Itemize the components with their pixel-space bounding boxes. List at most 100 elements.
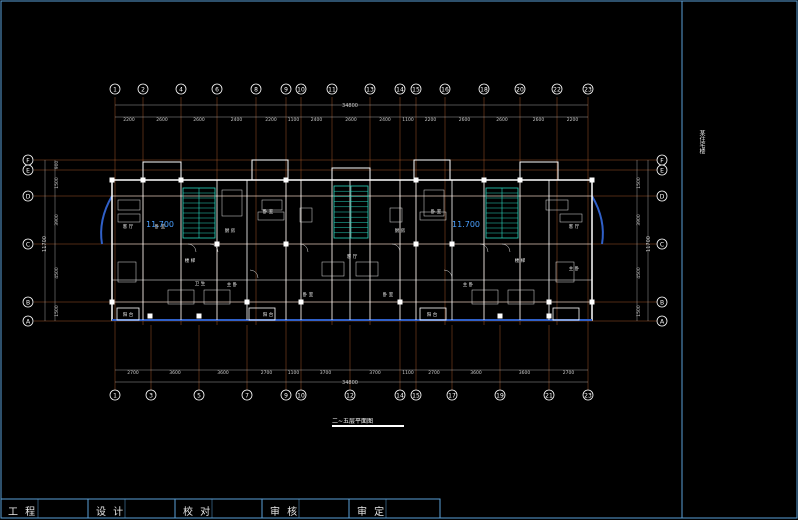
axis-label: 5 <box>197 393 201 400</box>
axis-bubble <box>439 83 451 95</box>
furniture <box>167 289 195 305</box>
axis-label: C <box>660 242 664 249</box>
column <box>298 299 304 305</box>
dimension-label: 2600 <box>496 117 508 123</box>
room-label: 客 厅 <box>347 253 358 260</box>
dimension-label: 1500 <box>54 305 60 317</box>
room-label: 阳 台 <box>263 311 274 318</box>
room-labels: 客 厅卧 室卧 室厨 房卫 生阳 台主 卧楼 梯客 厅卧 室卧 室厨 房阳 台主… <box>123 208 580 318</box>
axis-label: 8 <box>254 87 258 94</box>
furniture <box>257 211 285 221</box>
dimension-label: 2600 <box>193 117 205 123</box>
left-total-dim: 11700 <box>42 236 48 252</box>
right-total-dim: 11700 <box>646 236 652 252</box>
axis-bubble <box>656 238 668 250</box>
room-label: 卫 生 <box>195 280 206 287</box>
plan-title: 二~五层平面图 <box>332 418 374 425</box>
balcony <box>116 307 140 321</box>
room-label: 阳 台 <box>123 311 134 318</box>
column <box>413 177 419 183</box>
axis-bubble <box>364 83 376 95</box>
dimension-label: 2700 <box>563 370 575 376</box>
axis-bubble <box>394 83 406 95</box>
axis-bubble <box>280 83 292 95</box>
end-balcony-curve <box>591 195 604 245</box>
dimension-label: 2400 <box>311 117 323 123</box>
axis-label: 10 <box>297 87 305 94</box>
column <box>178 177 184 183</box>
dimension-label: 2600 <box>345 117 357 123</box>
axis-bubble <box>22 315 34 327</box>
axis-bubble <box>22 238 34 250</box>
dimension-label: 3600 <box>519 370 531 376</box>
column <box>147 313 153 319</box>
axis-bubble <box>514 83 526 95</box>
room-label: 主 卧 <box>227 281 238 288</box>
furniture <box>117 213 141 223</box>
axis-bubble <box>551 83 563 95</box>
balcony <box>248 307 276 321</box>
end-balcony-curve <box>100 195 113 245</box>
axis-label: 7 <box>245 393 249 400</box>
axis-label: 2 <box>141 87 145 94</box>
column <box>589 299 595 305</box>
axis-label: 14 <box>396 393 404 400</box>
axis-bubble <box>250 83 262 95</box>
room-label: 卧 室 <box>263 208 274 215</box>
column <box>481 177 487 183</box>
title-block-label-project: 工 程 <box>8 507 38 518</box>
furniture <box>507 289 535 305</box>
furniture <box>545 199 569 211</box>
axis-label: 9 <box>284 393 288 400</box>
column <box>109 177 115 183</box>
axis-bubble <box>22 296 34 308</box>
title-block-label-design: 设 计 <box>96 507 126 518</box>
axis-label: 16 <box>441 87 449 94</box>
column <box>589 177 595 183</box>
axis-bubble <box>280 389 292 401</box>
dimension-label: 3900 <box>636 214 642 226</box>
dimension-label: 2600 <box>156 117 168 123</box>
room-label: 卧 室 <box>155 223 166 230</box>
total-dim-top: 34800 <box>342 103 358 109</box>
dimension-label: 3900 <box>54 214 60 226</box>
dimension-label: 1500 <box>636 305 642 317</box>
axis-label: D <box>26 194 31 201</box>
dimension-label: 4500 <box>636 267 642 279</box>
door-swing <box>479 243 489 253</box>
balcony <box>552 307 580 321</box>
axis-bubble <box>22 164 34 176</box>
furniture <box>299 207 313 223</box>
north-bay <box>142 161 182 181</box>
axis-label: 23 <box>584 393 592 400</box>
dimension-label: 3600 <box>169 370 181 376</box>
title-block-dividers <box>37 499 387 518</box>
dimension-label: 2600 <box>533 117 545 123</box>
dimension-label: 2400 <box>231 117 243 123</box>
axis-label: 11 <box>328 87 336 94</box>
axis-bubble <box>446 389 458 401</box>
dimension-label: 2200 <box>123 117 135 123</box>
room-label: 楼 梯 <box>185 257 196 264</box>
room-label: 卧 室 <box>383 291 394 298</box>
dimension-label: 1100 <box>288 370 300 376</box>
dimension-label: 2400 <box>379 117 391 123</box>
title-block-label-review: 审 核 <box>270 507 300 518</box>
door-swing <box>501 243 511 253</box>
column <box>109 299 115 305</box>
axis-label: F <box>26 158 30 165</box>
furniture <box>419 211 447 221</box>
total-dim-bottom: 34800 <box>342 380 358 386</box>
axis-bubble <box>494 389 506 401</box>
axis-bubble <box>478 83 490 95</box>
title-block-label-approve: 审 定 <box>357 507 387 518</box>
axis-label: B <box>660 300 664 307</box>
axis-label: 1 <box>113 87 117 94</box>
axis-bubble <box>137 83 149 95</box>
column <box>397 299 403 305</box>
door-swing <box>443 269 453 279</box>
dimension-label: 4500 <box>54 267 60 279</box>
